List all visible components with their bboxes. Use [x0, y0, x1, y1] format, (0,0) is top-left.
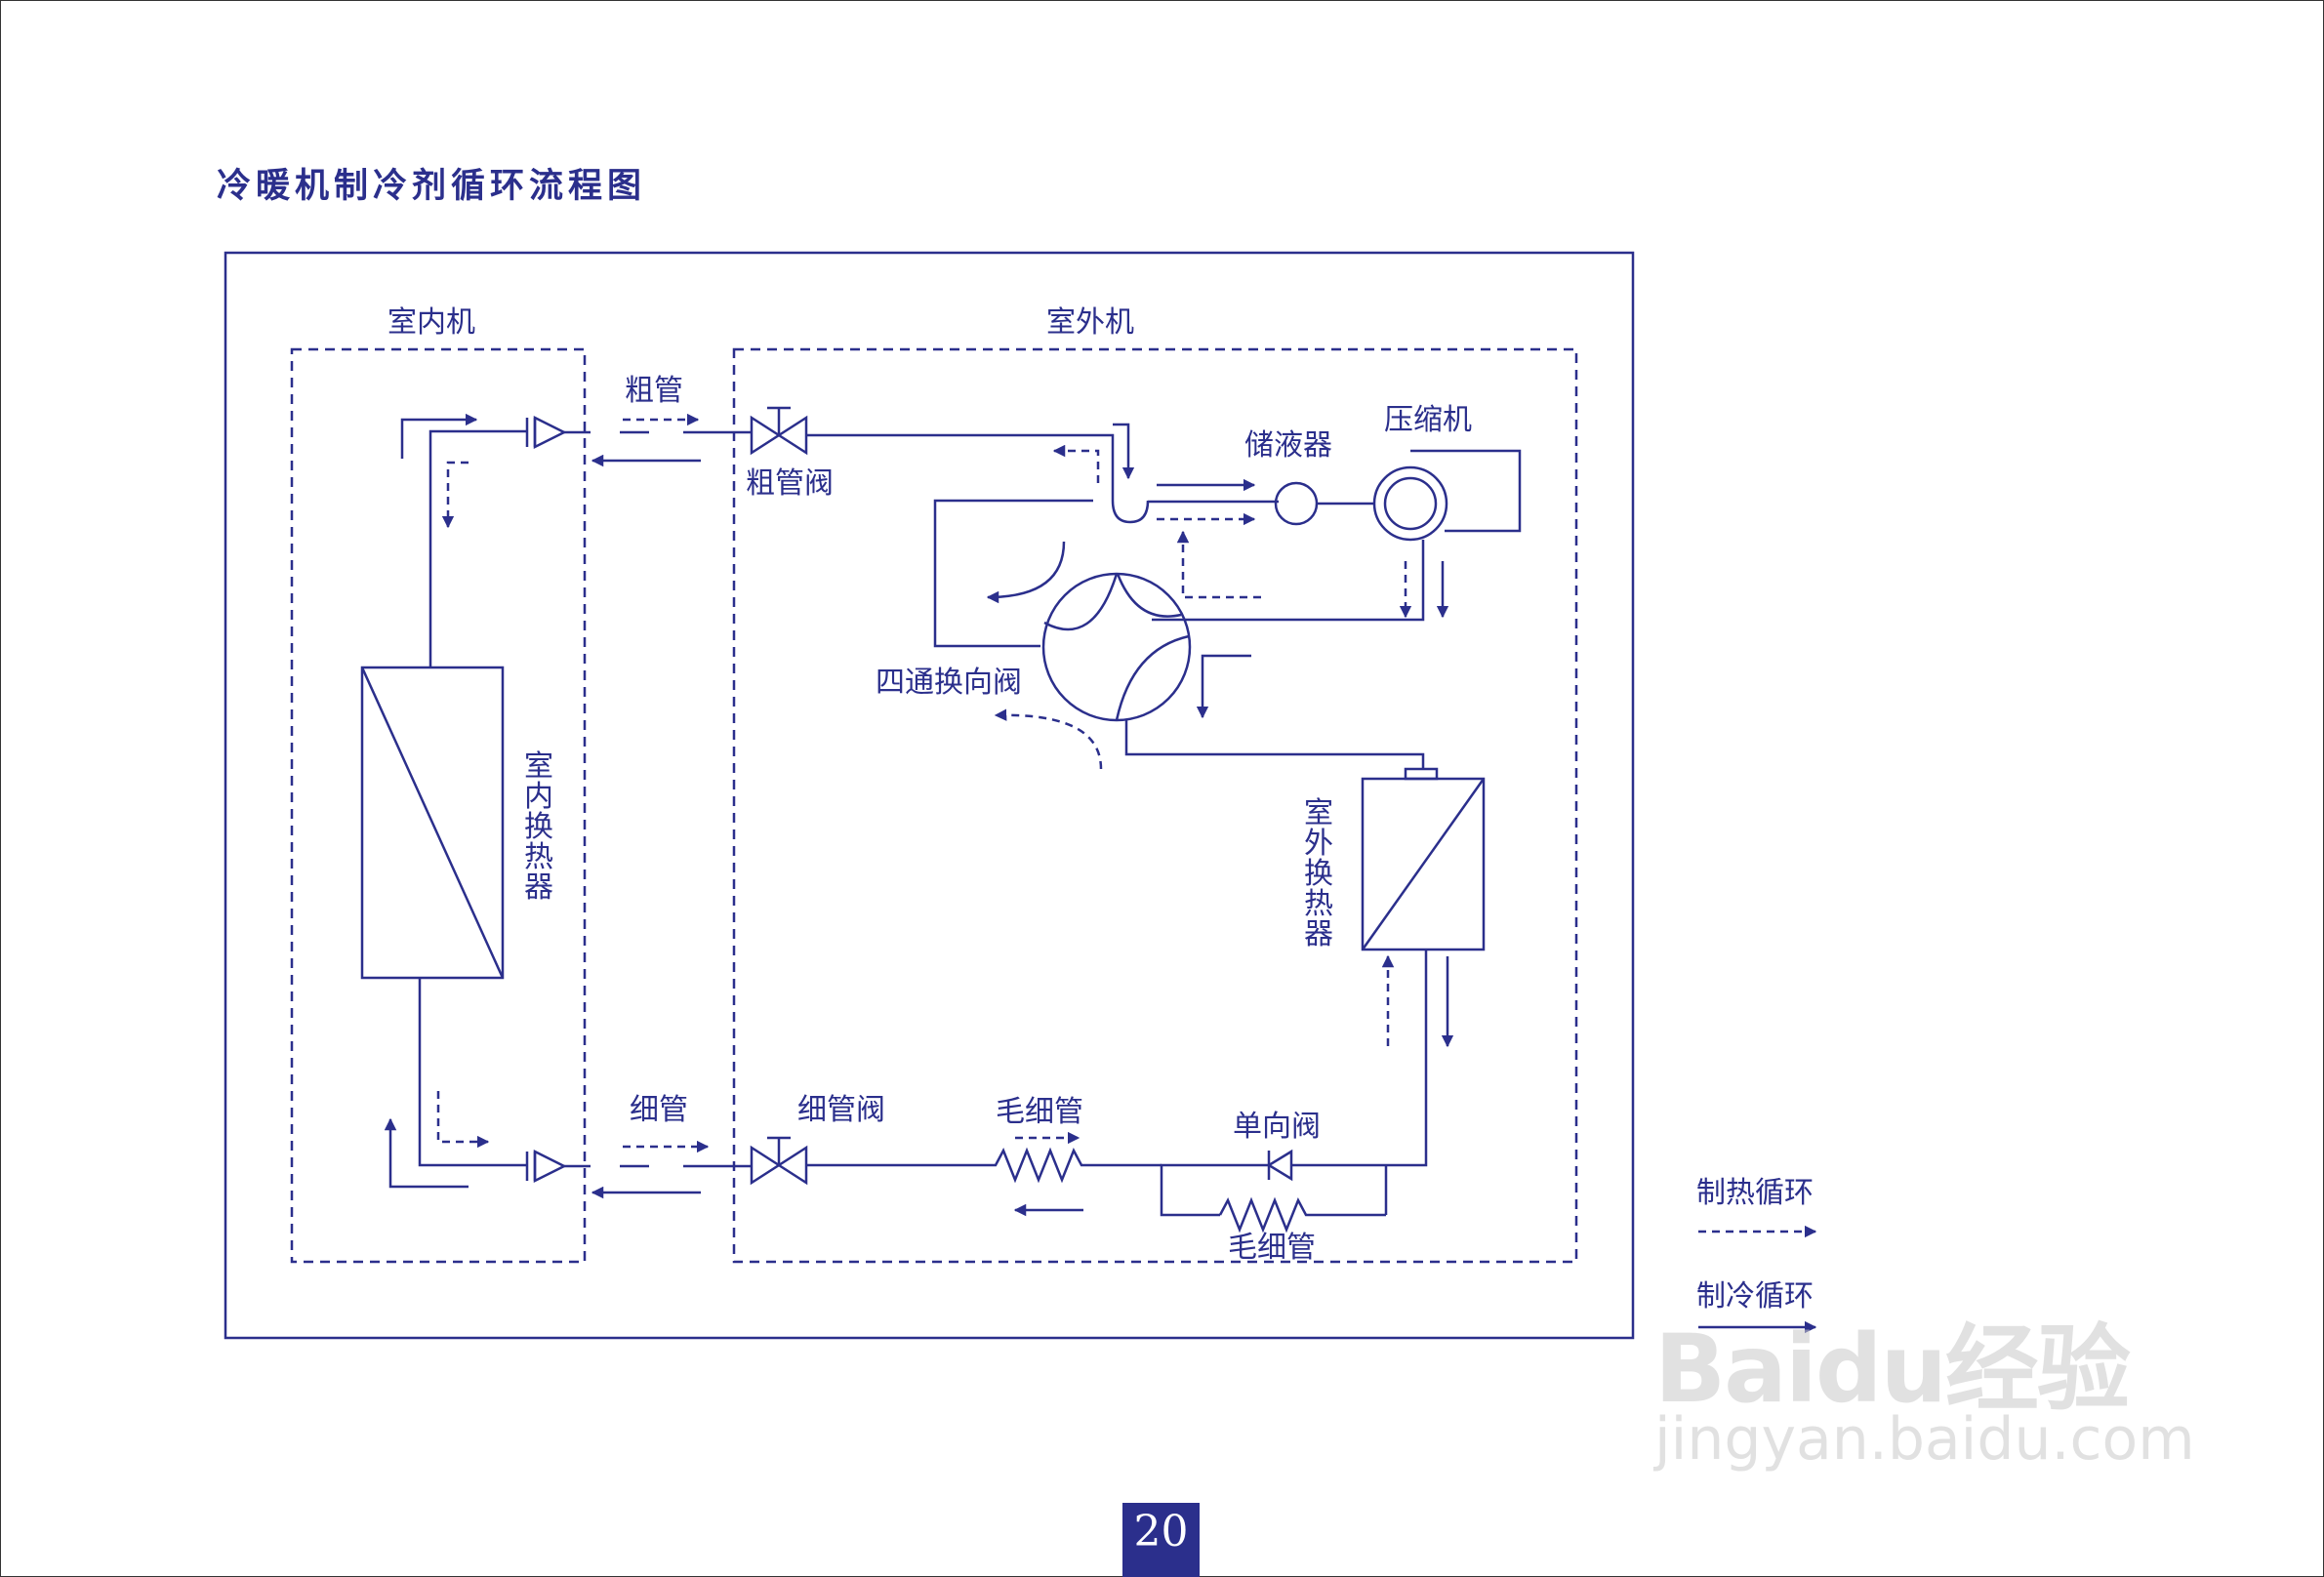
heating-arrow	[441, 461, 469, 529]
svg-text:室: 室	[1304, 796, 1333, 830]
watermark-logo: Baidu经验	[1654, 1314, 2131, 1424]
thick-pipe-label: 粗管	[625, 374, 683, 408]
outdoor-hx-lower-pipe	[1386, 950, 1428, 1167]
valve-to-fourway-pipe	[806, 433, 1279, 524]
thin-pipe-valve-label: 细管阀	[797, 1093, 885, 1127]
indoor-upper-connector	[525, 415, 567, 450]
svg-text:热: 热	[1304, 887, 1333, 921]
svg-text:器: 器	[1304, 917, 1333, 951]
cooling-arrow	[1113, 423, 1135, 480]
four-way-valve	[1041, 572, 1192, 722]
fourway-to-outdoor-hx-pipe	[1124, 720, 1425, 769]
cooling-arrow	[986, 541, 1066, 604]
heating-arrow	[1052, 444, 1100, 483]
indoor-lower-connector	[525, 1149, 567, 1184]
indoor-heat-exchanger-label: 室 内 换 热 器	[524, 749, 553, 905]
outdoor-unit-boundary	[732, 347, 1578, 1264]
check-valve	[1160, 1149, 1388, 1233]
fourway-left-loop	[933, 499, 1093, 648]
thin-pipe-label: 细管	[630, 1093, 688, 1127]
thick-pipe-valve-label: 粗管阀	[746, 466, 834, 501]
page-number: 20	[1133, 1507, 1189, 1557]
cooling-arrow	[400, 413, 478, 459]
accumulator-label: 储液器	[1244, 428, 1332, 463]
outdoor-heat-exchanger-label: 室 外 换 热 器	[1304, 796, 1333, 951]
diagram-frame	[224, 251, 1635, 1340]
svg-text:内: 内	[524, 780, 553, 814]
indoor-lower-pipe	[418, 978, 527, 1167]
svg-text:热: 热	[524, 840, 553, 874]
accumulator	[1274, 481, 1319, 526]
heating-arrow	[1176, 530, 1261, 599]
four-way-valve-label: 四通换向阀	[876, 666, 1022, 700]
watermark-url: jingyan.baidu.com	[1654, 1405, 2195, 1474]
check-valve-label: 单向阀	[1233, 1110, 1321, 1144]
capillary-tube-upper	[806, 1147, 1162, 1184]
indoor-heat-exchanger	[360, 666, 505, 980]
cooling-arrow	[384, 1117, 469, 1189]
page-number-box	[1122, 1503, 1200, 1577]
capillary-lower-label: 毛细管	[1228, 1231, 1316, 1265]
legend-heating-label: 制热循环	[1696, 1176, 1814, 1210]
svg-text:换: 换	[1304, 857, 1333, 891]
compressor	[1372, 449, 1522, 542]
capillary-upper-label: 毛细管	[996, 1095, 1083, 1129]
compressor-label: 压缩机	[1384, 403, 1472, 437]
svg-text:外: 外	[1304, 827, 1333, 861]
indoor-upper-pipe	[428, 429, 527, 667]
thick-pipe-valve	[750, 406, 808, 456]
page-title: 冷暖机制冷剂循环流程图	[217, 167, 647, 206]
svg-text:室: 室	[524, 749, 553, 784]
cooling-arrow	[1196, 654, 1251, 719]
heating-arrow	[994, 708, 1103, 770]
indoor-unit-label: 室内机	[387, 305, 475, 340]
compressor-discharge-pipe	[1152, 540, 1425, 622]
indoor-unit-boundary	[290, 347, 587, 1264]
legend-cooling-label: 制冷循环	[1696, 1279, 1814, 1314]
thin-pipe-valve	[750, 1136, 808, 1186]
outdoor-heat-exchanger	[1361, 767, 1486, 951]
heating-arrow	[436, 1091, 490, 1149]
svg-text:器: 器	[524, 870, 553, 905]
outdoor-unit-label: 室外机	[1046, 305, 1134, 340]
svg-text:换: 换	[524, 810, 553, 844]
